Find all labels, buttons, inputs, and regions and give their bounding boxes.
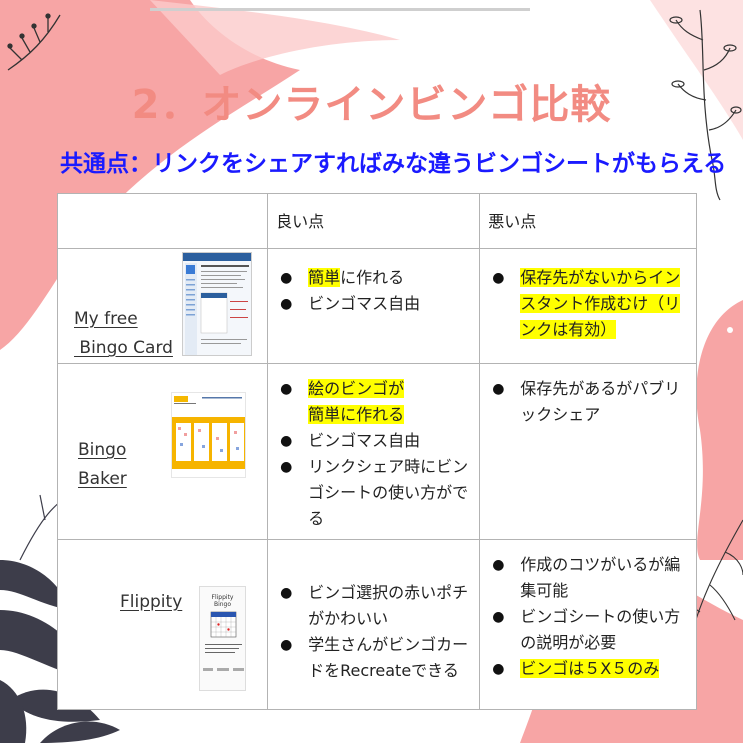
comparison-table: 良い点 悪い点 My free	[56, 193, 697, 710]
item-text: ビンゴシートの使い方の説明が必要	[520, 607, 681, 652]
bad-points-list: ●保存先がないからインスタント作成むけ（リンクは有効）	[480, 265, 696, 343]
item-text: 保存先があるがパブリックシェア	[520, 379, 681, 424]
item-text: 学生さんがビンゴカードをRecreateできる	[308, 635, 469, 680]
highlighted-text: 絵のビンゴが簡単に作れる	[308, 379, 405, 424]
highlighted-text: 簡単	[308, 268, 341, 287]
item-text: ビンゴ選択の赤いポチがかわいい	[308, 583, 469, 628]
good-points-cell: ●簡単に作れる ●ビンゴマス自由	[267, 248, 481, 364]
header-empty	[56, 193, 269, 249]
item-text: に作れる	[340, 268, 405, 287]
tool-name-line[interactable]: Flippity	[120, 592, 183, 612]
pink-blob-top-left	[0, 0, 300, 350]
item-text: ビンゴマス自由	[308, 294, 421, 313]
item-text: リンクシェア時にビンゴシートの使い方がでる	[308, 457, 469, 528]
page-subtitle: 共通点：リンクをシェアすればみな違うビンゴシートがもらえる	[60, 151, 727, 177]
flippity-screenshot: Flippity Bingo	[199, 586, 246, 691]
list-item: ●ビンゴシートの使い方の説明が必要	[492, 607, 681, 652]
table-row: My free Bingo Card ●簡単に作れる ●ビンゴマス自由 ●保存先…	[56, 248, 697, 364]
bad-points-list: ●保存先があるがパブリックシェア	[480, 376, 696, 428]
list-item: ●ビンゴマス自由	[280, 294, 421, 313]
item-text: 作成のコツがいるが編集可能	[520, 555, 681, 600]
good-points-cell: ●絵のビンゴが簡単に作れる ●ビンゴマス自由 ●リンクシェア時にビンゴシートの使…	[267, 363, 481, 540]
header-bad-points: 悪い点	[479, 193, 697, 249]
flippity-thumb-subtitle: Bingo	[213, 601, 232, 608]
item-text: ビンゴマス自由	[308, 431, 421, 450]
tool-name-bingobaker[interactable]: Bingo Baker	[78, 436, 127, 494]
tool-name-myfreebingocard[interactable]: My free Bingo Card	[74, 305, 173, 363]
list-item: ●保存先があるがパブリックシェア	[492, 379, 681, 424]
flippity-thumb-title: Flippity	[211, 594, 234, 601]
tool-name-line[interactable]: Bingo	[78, 440, 127, 460]
good-points-list: ●ビンゴ選択の赤いポチがかわいい ●学生さんがビンゴカードをRecreateでき…	[268, 580, 479, 684]
page-title: 2．オンラインビンゴ比較	[131, 82, 612, 128]
good-points-list: ●絵のビンゴが簡単に作れる ●ビンゴマス自由 ●リンクシェア時にビンゴシートの使…	[268, 376, 479, 532]
tool-name-line[interactable]: Bingo Card	[74, 338, 173, 358]
list-item: ●作成のコツがいるが編集可能	[492, 555, 681, 600]
tool-name-line[interactable]: My free	[74, 309, 138, 329]
bad-points-cell: ●保存先があるがパブリックシェア	[479, 363, 697, 540]
bad-points-list: ●作成のコツがいるが編集可能 ●ビンゴシートの使い方の説明が必要 ●ビンゴは５X…	[480, 552, 696, 682]
list-item: ●絵のビンゴが簡単に作れる	[280, 379, 405, 424]
tool-name-line[interactable]: Baker	[78, 469, 127, 489]
branch-top-right	[669, 9, 742, 201]
table-header-row: 良い点 悪い点	[56, 193, 697, 249]
tool-cell-myfreebingocard: My free Bingo Card	[56, 248, 269, 364]
myfreebingocard-screenshot	[182, 252, 252, 356]
bingobaker-screenshot	[171, 392, 246, 478]
bad-points-cell: ●保存先がないからインスタント作成むけ（リンクは有効）	[479, 248, 697, 364]
tool-cell-flippity: Flippity Bingo Flippity	[56, 539, 269, 710]
list-item: ●保存先がないからインスタント作成むけ（リンクは有効）	[492, 268, 681, 339]
highlighted-text: ビンゴは５X５のみ	[520, 659, 660, 678]
tool-cell-bingobaker: Bingo Baker	[56, 363, 269, 540]
list-item: ●ビンゴは５X５のみ	[492, 659, 660, 678]
pink-blob-right	[696, 300, 743, 560]
tool-name-flippity[interactable]: Flippity	[120, 588, 182, 617]
list-item: ●リンクシェア時にビンゴシートの使い方がでる	[280, 457, 469, 528]
list-item: ●ビンゴマス自由	[280, 431, 421, 450]
list-item: ●学生さんがビンゴカードをRecreateできる	[280, 635, 469, 680]
header-good-points: 良い点	[267, 193, 481, 249]
highlighted-text: 保存先がないからインスタント作成むけ（リンクは有効）	[520, 268, 681, 339]
good-points-list: ●簡単に作れる ●ビンゴマス自由	[268, 265, 479, 317]
branch-top-left	[7, 13, 61, 71]
list-item: ●簡単に作れる	[280, 268, 405, 287]
table-row: Bingo Baker ●絵のビンゴが簡単に作れる ●ビンゴマス自由 ●リンクシ…	[56, 363, 697, 540]
table-row: Flippity Bingo Flippity ●ビンゴ選択の赤いポチがかわいい…	[56, 539, 697, 710]
bad-points-cell: ●作成のコツがいるが編集可能 ●ビンゴシートの使い方の説明が必要 ●ビンゴは５X…	[479, 539, 697, 710]
list-item: ●ビンゴ選択の赤いポチがかわいい	[280, 583, 469, 628]
good-points-cell: ●ビンゴ選択の赤いポチがかわいい ●学生さんがビンゴカードをRecreateでき…	[267, 539, 481, 710]
